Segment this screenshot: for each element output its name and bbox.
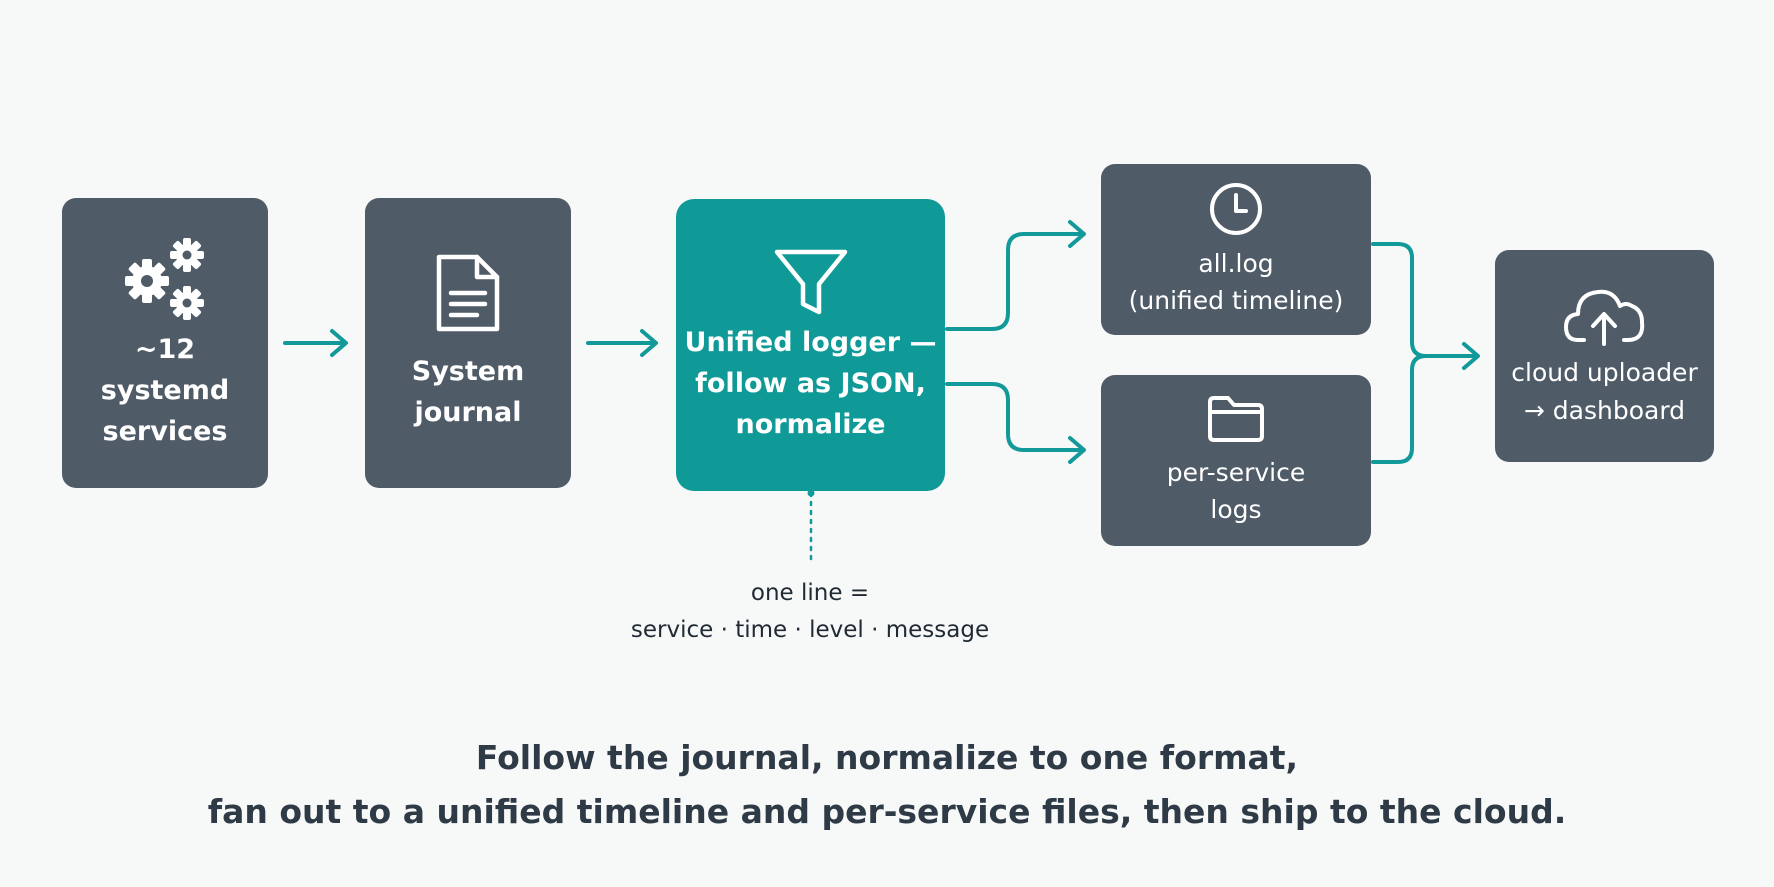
cloud-upload-icon xyxy=(1563,289,1644,346)
arrow-perservice-to-uploader xyxy=(1371,354,1476,464)
caption-line-1: Follow the journal, normalize to one for… xyxy=(475,738,1299,777)
clock-icon xyxy=(1210,182,1262,235)
node-unified-logger: Unified logger — follow as JSON, normali… xyxy=(676,199,945,491)
node-cloud-uploader: cloud uploader → dashboard xyxy=(1495,250,1714,462)
node-systemd-services: ~12 systemd services xyxy=(62,198,268,488)
node-label: all.log (unified timeline) xyxy=(1128,248,1344,315)
caption-line-2: fan out to a unified timeline and per-se… xyxy=(207,792,1567,831)
document-icon xyxy=(436,254,500,332)
node-system-journal: System journal xyxy=(365,198,571,488)
node-label: System journal xyxy=(411,356,525,428)
node-label: ~12 systemd services xyxy=(100,333,230,447)
node-all-log: all.log (unified timeline) xyxy=(1101,164,1371,335)
node-label: Unified logger — follow as JSON, normali… xyxy=(684,326,937,440)
arrow-logger-to-alllog xyxy=(945,232,1082,331)
folder-icon xyxy=(1208,395,1264,442)
arrow-alllog-to-uploader xyxy=(1371,242,1428,358)
node-label: per-service logs xyxy=(1166,457,1306,524)
node-per-service-logs: per-service logs xyxy=(1101,375,1371,546)
funnel-icon xyxy=(774,249,847,314)
gears-icon xyxy=(125,237,204,320)
arrow-logger-to-perservice xyxy=(945,382,1082,452)
node-label: cloud uploader → dashboard xyxy=(1511,358,1698,425)
format-note: one line = service · time · level · mess… xyxy=(630,580,990,643)
